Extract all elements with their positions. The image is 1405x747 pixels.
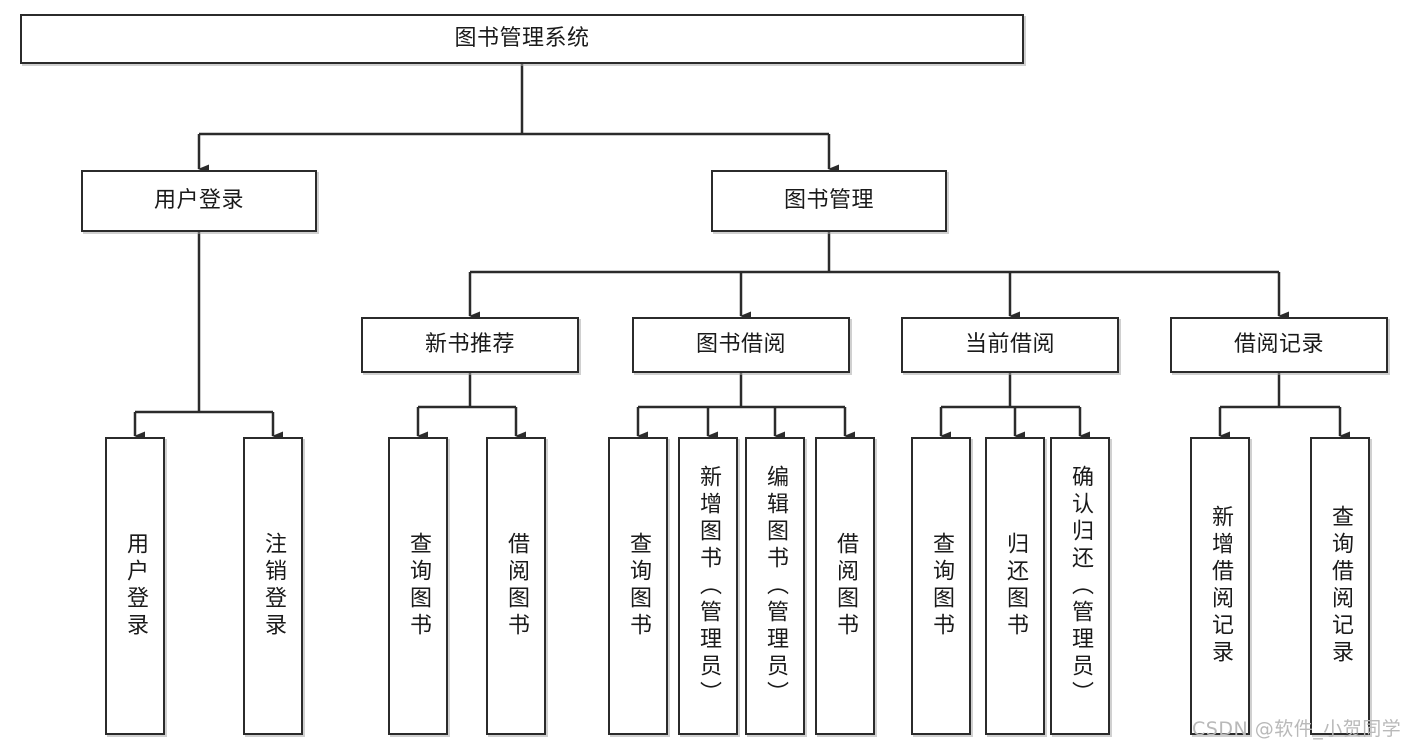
node-label: 查询图书 <box>929 532 954 640</box>
node-l7[interactable]: 编辑图书（管理员） <box>745 437 805 735</box>
node-l13[interactable]: 查询借阅记录 <box>1310 437 1370 735</box>
node-label: 新增借阅记录 <box>1208 505 1233 667</box>
node-l11[interactable]: 确认归还（管理员） <box>1050 437 1110 735</box>
node-n2a[interactable]: 用户登录 <box>81 170 317 232</box>
node-l4[interactable]: 借阅图书 <box>486 437 546 735</box>
node-n2b[interactable]: 图书管理 <box>711 170 947 232</box>
node-l3[interactable]: 查询图书 <box>388 437 448 735</box>
node-n3d[interactable]: 借阅记录 <box>1170 317 1388 373</box>
node-label: 编辑图书（管理员） <box>763 464 788 708</box>
node-label: 新书推荐 <box>424 332 515 358</box>
node-l8[interactable]: 借阅图书 <box>815 437 875 735</box>
node-l1[interactable]: 用户登录 <box>105 437 165 735</box>
node-l2[interactable]: 注销登录 <box>243 437 303 735</box>
node-label: 注销登录 <box>261 532 286 640</box>
node-n3c[interactable]: 当前借阅 <box>901 317 1119 373</box>
node-l9[interactable]: 查询图书 <box>911 437 971 735</box>
node-root[interactable]: 图书管理系统 <box>20 14 1024 64</box>
node-n3b[interactable]: 图书借阅 <box>632 317 850 373</box>
node-label: 确认归还（管理员） <box>1068 464 1093 708</box>
node-l5[interactable]: 查询图书 <box>608 437 668 735</box>
node-l12[interactable]: 新增借阅记录 <box>1190 437 1250 735</box>
node-n3a[interactable]: 新书推荐 <box>361 317 579 373</box>
node-label: 图书管理 <box>783 188 874 214</box>
node-label: 查询图书 <box>406 532 431 640</box>
node-label: 新增图书（管理员） <box>696 464 721 708</box>
node-label: 用户登录 <box>123 532 148 640</box>
node-label: 图书管理系统 <box>454 26 590 52</box>
node-label: 查询图书 <box>626 532 651 640</box>
node-label: 归还图书 <box>1003 532 1028 640</box>
node-label: 借阅记录 <box>1233 332 1324 358</box>
edge-paths <box>133 64 1350 441</box>
node-label: 当前借阅 <box>964 332 1055 358</box>
node-label: 借阅图书 <box>833 532 858 640</box>
node-l10[interactable]: 归还图书 <box>985 437 1045 735</box>
node-label: 用户登录 <box>153 188 244 214</box>
node-label: 借阅图书 <box>504 532 529 640</box>
node-label: 图书借阅 <box>695 332 786 358</box>
node-l6[interactable]: 新增图书（管理员） <box>678 437 738 735</box>
csdn-watermark: CSDN @软件_小贺同学 <box>1192 718 1402 740</box>
node-label: 查询借阅记录 <box>1328 505 1353 667</box>
